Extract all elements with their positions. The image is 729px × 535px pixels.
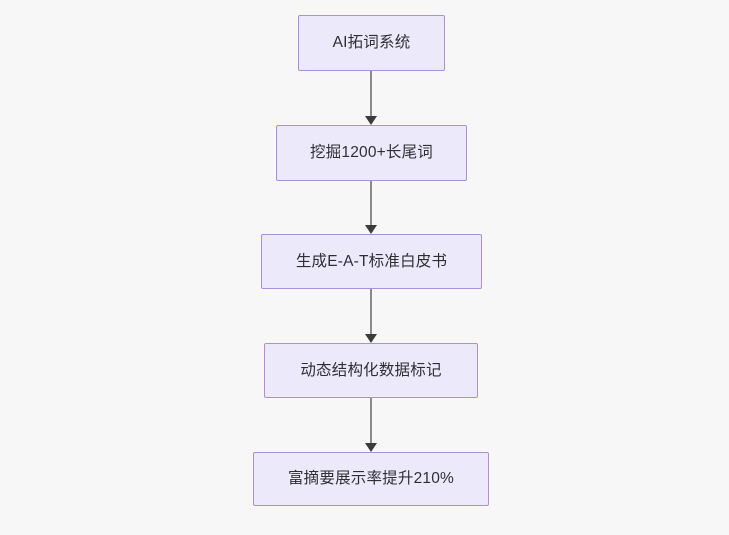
flowchart-node-label: 挖掘1200+长尾词 <box>309 144 434 162</box>
flowchart-node-label: 生成E-A-T标准白皮书 <box>295 252 448 270</box>
flowchart-edge-2 <box>363 181 379 234</box>
edge-line <box>370 181 372 225</box>
flowchart-node-mine-longtail-keywords[interactable]: 挖掘1200+长尾词 <box>276 125 467 181</box>
flowchart-edge-3 <box>363 289 379 343</box>
down-arrow-icon <box>365 225 377 234</box>
flowchart-edge-1 <box>363 71 379 125</box>
flowchart-node-label: AI拓词系统 <box>332 34 411 52</box>
edge-line <box>370 71 372 116</box>
flowchart-node-label: 动态结构化数据标记 <box>300 361 442 379</box>
flowchart-node-generate-eat-whitepaper[interactable]: 生成E-A-T标准白皮书 <box>261 234 482 289</box>
flowchart-edge-4 <box>363 398 379 452</box>
flowchart-node-label: 富摘要展示率提升210% <box>287 470 455 488</box>
edge-line <box>370 398 372 443</box>
down-arrow-icon <box>365 116 377 125</box>
edge-line <box>370 289 372 334</box>
down-arrow-icon <box>365 334 377 343</box>
flowchart-node-rich-snippet-impression-uplift[interactable]: 富摘要展示率提升210% <box>253 452 489 506</box>
flowchart-node-ai-keyword-system[interactable]: AI拓词系统 <box>298 15 445 71</box>
flowchart-node-dynamic-structured-data-markup[interactable]: 动态结构化数据标记 <box>264 343 478 398</box>
down-arrow-icon <box>365 443 377 452</box>
